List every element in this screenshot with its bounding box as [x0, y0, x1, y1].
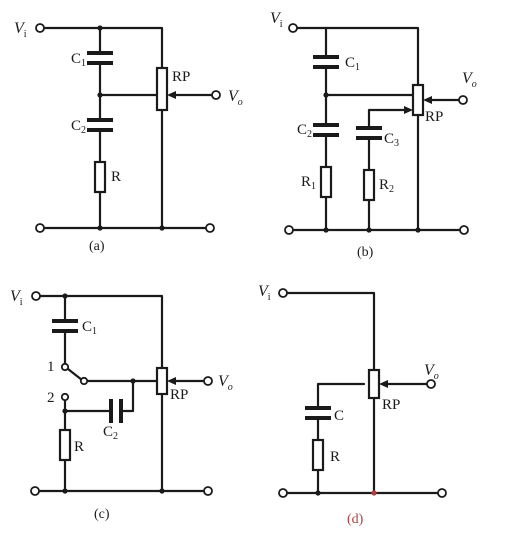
input-terminal: [31, 291, 41, 301]
label-vo: Vo: [228, 88, 243, 108]
circuit-a: Vi Vo RP C1 C2 R (a): [14, 20, 243, 254]
wiper-arrow: [167, 377, 176, 385]
label-vi: Vi: [258, 283, 271, 303]
junction-dot: [97, 92, 103, 98]
circuit-c: Vi Vo RP C1 C2 1 2 R (c): [10, 288, 233, 522]
junction-dot: [62, 488, 68, 494]
input-terminal: [35, 23, 45, 33]
label-vo: Vo: [424, 362, 439, 382]
label-r1: R1: [301, 174, 316, 192]
junction-dot: [159, 488, 165, 494]
label-switch-2: 2: [47, 390, 55, 406]
label-r: R: [330, 449, 340, 465]
label-vi: Vi: [14, 20, 27, 40]
junction-dot: [62, 293, 68, 299]
label-switch-1: 1: [47, 359, 55, 375]
junction-dot: [371, 490, 377, 496]
circuit-b-wires: [291, 26, 462, 232]
potentiometer-rp: [411, 83, 425, 117]
label-rp: RP: [170, 387, 188, 403]
ground-terminal: [278, 488, 288, 498]
caption-b: (b): [357, 245, 374, 260]
wiper-arrow: [423, 96, 432, 104]
ground-terminal: [35, 223, 45, 233]
switch-pivot: [79, 376, 89, 386]
label-vi: Vi: [10, 288, 23, 308]
wiper-arrow: [379, 380, 388, 388]
switch-contact-1: [60, 362, 70, 372]
output-terminal: [458, 95, 468, 105]
label-c1: C1: [82, 319, 97, 337]
ground-terminal: [203, 486, 213, 496]
ground-terminal: [205, 223, 215, 233]
input-terminal: [288, 23, 298, 33]
ground-terminal: [459, 225, 469, 235]
label-c2: C2: [103, 424, 118, 442]
junction-dot: [415, 227, 421, 233]
resistor-r2: [362, 168, 376, 202]
circuit-a-wires: [42, 26, 214, 230]
junction-dot: [130, 378, 136, 384]
junction-dot: [159, 225, 165, 231]
label-c3: C3: [384, 131, 399, 149]
label-vo: Vo: [218, 373, 233, 393]
label-rp: RP: [172, 69, 190, 85]
label-c: C: [334, 408, 344, 424]
label-c1: C1: [345, 55, 360, 73]
label-r: R: [74, 439, 84, 455]
caption-c: (c): [94, 507, 110, 522]
circuit-d: Vi Vo RP C R (d): [258, 283, 447, 527]
potentiometer-rp: [155, 66, 169, 112]
output-terminal: [211, 90, 221, 100]
potentiometer-rp: [155, 366, 169, 396]
resistor-r: [58, 428, 72, 462]
label-vo: Vo: [462, 70, 477, 90]
switch-contact-2: [60, 392, 70, 402]
circuit-b: Vi Vo RP C1 C2 C3 R1 R2 (b): [270, 10, 477, 260]
label-vi: Vi: [270, 10, 283, 30]
label-c2: C2: [71, 118, 86, 136]
label-r: R: [111, 169, 121, 185]
junction-dot: [97, 225, 103, 231]
tap-arrow: [404, 106, 413, 114]
junction-dot: [315, 490, 321, 496]
output-terminal: [203, 376, 213, 386]
label-c1: C1: [71, 51, 86, 69]
ground-terminal: [437, 488, 447, 498]
resistor-r: [311, 438, 325, 472]
caption-d: (d): [347, 512, 364, 527]
junction-dot: [323, 92, 329, 98]
resistor-r1: [319, 165, 333, 199]
junction-dot: [97, 25, 103, 31]
label-rp: RP: [425, 109, 443, 125]
junction-dot: [62, 408, 68, 414]
resistor-r: [93, 160, 107, 194]
wiper-arrow: [167, 91, 176, 99]
junction-dot: [323, 227, 329, 233]
output-terminal: [426, 379, 436, 389]
ground-terminal: [30, 486, 40, 496]
potentiometer-rp: [367, 368, 381, 400]
circuit-d-wires: [285, 291, 440, 495]
label-r2: R2: [379, 177, 394, 195]
junction-dot: [366, 227, 372, 233]
caption-a: (a): [89, 239, 105, 254]
label-c2: C2: [297, 122, 312, 140]
input-terminal: [278, 288, 288, 298]
ground-terminal: [284, 225, 294, 235]
label-rp: RP: [382, 397, 400, 413]
